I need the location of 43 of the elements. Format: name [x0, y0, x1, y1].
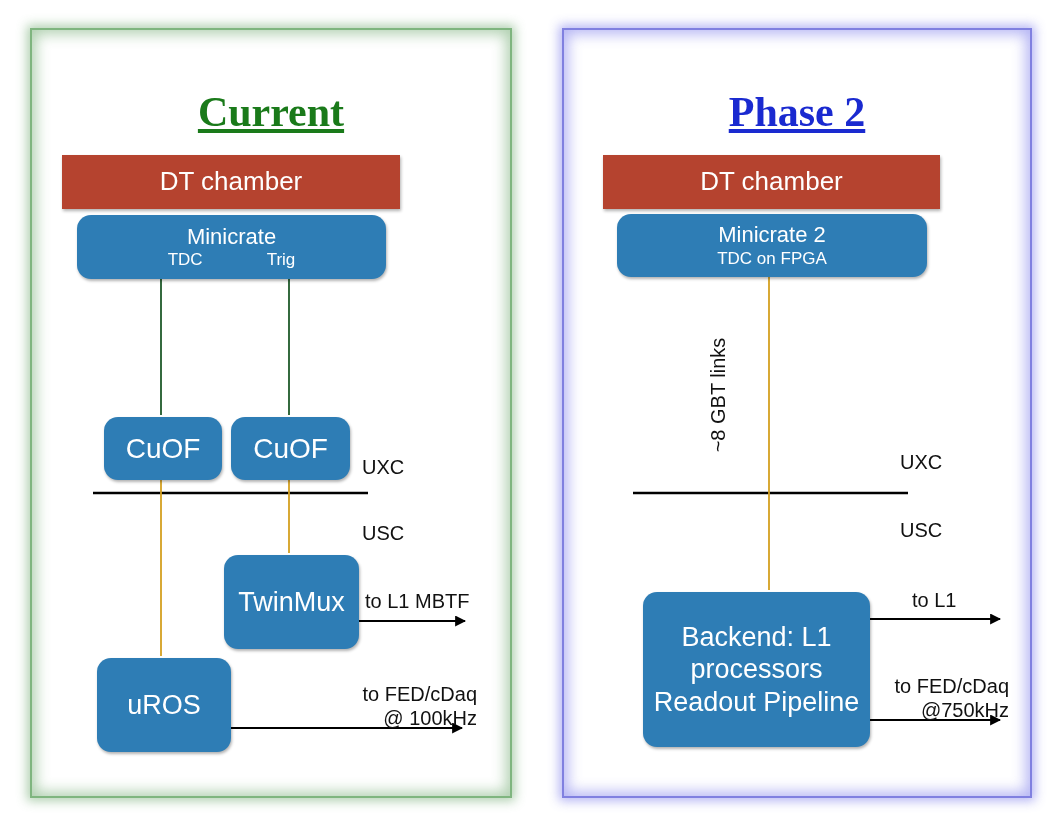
panel-heading: Phase 2: [727, 88, 867, 136]
box-label: TwinMux: [238, 585, 345, 619]
zone-label: UXC: [362, 455, 405, 479]
panel-frame: [562, 28, 1032, 798]
box-title: Minicrate 2: [718, 222, 826, 249]
process-box: [104, 417, 222, 480]
connector-line: [288, 276, 290, 416]
zone-label: UXC: [900, 450, 943, 474]
box-label: CuOF: [125, 431, 201, 466]
edge-label: to FED/cDaq @ 100kHz: [361, 682, 477, 730]
box-label: DT chamber: [159, 166, 303, 198]
port-label: TDC: [167, 250, 203, 271]
edge-label: ~8 GBT links: [706, 337, 730, 453]
connector-line: [160, 477, 162, 657]
box-label: CuOF: [253, 431, 328, 466]
zone-label: USC: [362, 521, 405, 545]
box-label: Backend: L1 processors Readout Pipeline: [653, 620, 860, 719]
edge-label: to L1: [912, 588, 957, 612]
panel-frame: [30, 28, 512, 798]
box-title: Minicrate: [186, 223, 277, 250]
edge-label: to FED/cDaq @750kHz: [893, 674, 1009, 722]
connector-line: [768, 274, 770, 591]
arrow: [229, 722, 464, 734]
port-label: Trig: [266, 250, 296, 271]
arrow: [357, 615, 467, 627]
zone-label: USC: [900, 518, 943, 542]
panel-heading: Current: [196, 88, 346, 136]
box-label: uROS: [127, 688, 201, 722]
process-box: [77, 215, 386, 279]
process-box: [231, 417, 350, 480]
connector-line: [160, 276, 162, 416]
box-label: DT chamber: [700, 166, 843, 198]
arrow: [868, 714, 1002, 726]
chamber-box: [603, 155, 940, 209]
arrow: [868, 613, 1002, 625]
process-box: [643, 592, 870, 747]
process-box: [224, 555, 359, 649]
box-subtitle: TDC on FPGA: [717, 248, 827, 269]
process-box: [617, 214, 927, 277]
process-box: [97, 658, 231, 752]
connector-line: [288, 477, 290, 554]
chamber-box: [62, 155, 400, 209]
edge-label: to L1 MBTF: [365, 589, 470, 613]
